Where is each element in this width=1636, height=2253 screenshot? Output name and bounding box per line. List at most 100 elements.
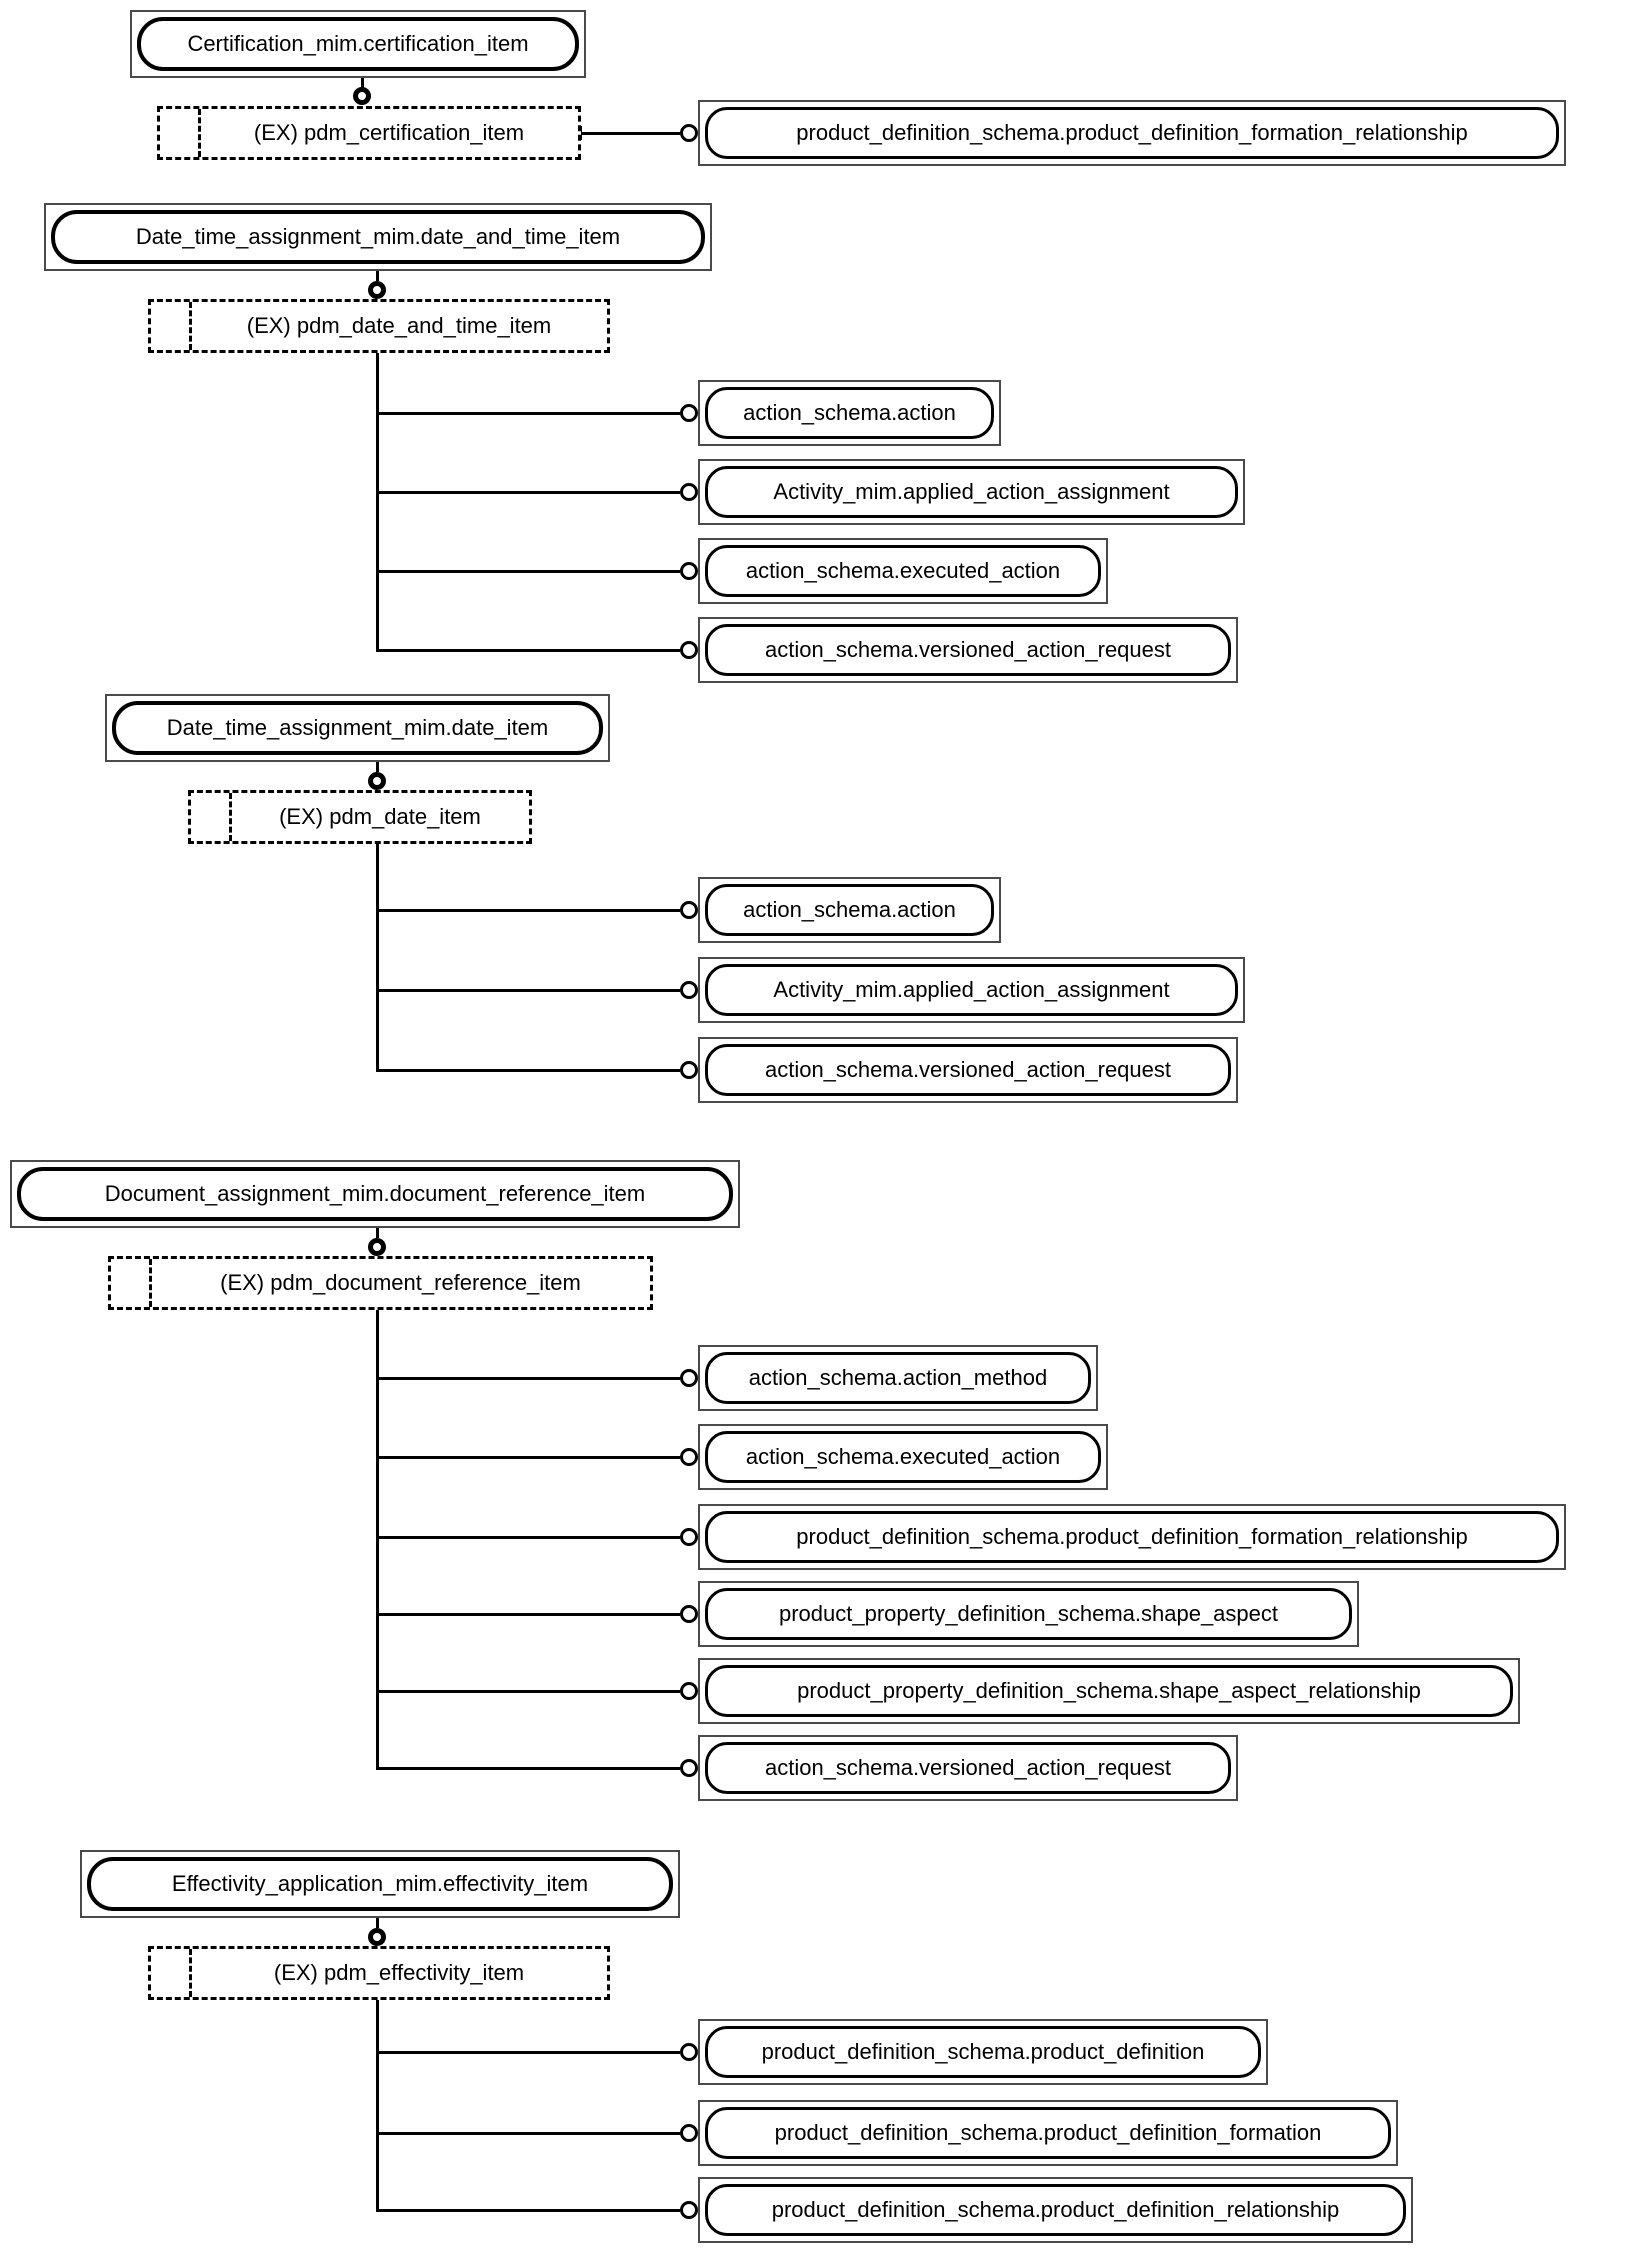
branch-line	[377, 989, 680, 992]
branch-line	[377, 570, 680, 573]
circle-connector-icon	[680, 981, 698, 999]
circle-connector-icon	[680, 562, 698, 580]
supertype-label: Document_assignment_mim.document_referen…	[17, 1167, 733, 1221]
entity-box: action_schema.action_method	[698, 1345, 1098, 1411]
branch-line	[377, 412, 680, 415]
entity-label: product_property_definition_schema.shape…	[705, 1588, 1352, 1640]
entity-box: action_schema.action	[698, 380, 1001, 446]
supertype-label: Effectivity_application_mim.effectivity_…	[87, 1857, 673, 1911]
entity-label: action_schema.versioned_action_request	[705, 1044, 1231, 1096]
circle-connector-icon	[680, 2043, 698, 2061]
circle-connector-icon	[680, 483, 698, 501]
circle-connector-icon	[680, 124, 698, 142]
entity-box: Activity_mim.applied_action_assignment	[698, 459, 1245, 525]
branch-line	[377, 2051, 680, 2054]
entity-box: action_schema.versioned_action_request	[698, 617, 1238, 683]
circle-connector-icon	[680, 1061, 698, 1079]
subtype-label: (EX) pdm_date_and_time_item	[246, 313, 552, 338]
circle-connector-icon	[680, 641, 698, 659]
trunk-line	[376, 844, 379, 1072]
entity-box: action_schema.action	[698, 877, 1001, 943]
subtype-label: (EX) pdm_document_reference_item	[220, 1270, 581, 1295]
subtype-label: (EX) pdm_certification_item	[253, 120, 525, 145]
subtype-box-pdm-effectivity-item: (EX) pdm_effectivity_item	[148, 1946, 610, 2000]
branch-line	[377, 1536, 680, 1539]
entity-box: product_definition_schema.product_defini…	[698, 2100, 1398, 2166]
entity-box: action_schema.executed_action	[698, 1424, 1108, 1490]
circle-connector-icon	[680, 404, 698, 422]
entity-label: Activity_mim.applied_action_assignment	[705, 964, 1238, 1016]
branch-line	[377, 1377, 680, 1380]
circle-connector-icon	[368, 1928, 386, 1946]
branch-line	[377, 1613, 680, 1616]
subtype-box-pdm-date-and-time-item: (EX) pdm_date_and_time_item	[148, 299, 610, 353]
supertype-label: Date_time_assignment_mim.date_and_time_i…	[51, 210, 705, 264]
entity-label: product_definition_schema.product_defini…	[705, 2026, 1261, 2078]
supertype-box-date-and-time-item: Date_time_assignment_mim.date_and_time_i…	[44, 203, 712, 271]
entity-label: product_definition_schema.product_defini…	[705, 1511, 1559, 1563]
supertype-box-effectivity-item: Effectivity_application_mim.effectivity_…	[80, 1850, 680, 1918]
circle-connector-icon	[680, 1448, 698, 1466]
circle-connector-icon	[368, 1238, 386, 1256]
branch-line	[377, 491, 680, 494]
entity-box: product_definition_schema.product_defini…	[698, 1504, 1566, 1570]
circle-connector-icon	[680, 1369, 698, 1387]
circle-connector-icon	[368, 772, 386, 790]
connector-line	[376, 762, 379, 772]
branch-line	[377, 2209, 680, 2212]
entity-label: product_definition_schema.product_defini…	[705, 107, 1559, 159]
entity-box: product_definition_schema.product_defini…	[698, 100, 1566, 166]
circle-connector-icon	[680, 901, 698, 919]
entity-label: action_schema.action	[705, 387, 994, 439]
branch-line	[377, 649, 680, 652]
branch-line	[377, 1767, 680, 1770]
trunk-line	[376, 1310, 379, 1770]
entity-box: action_schema.executed_action	[698, 538, 1108, 604]
branch-line	[377, 1690, 680, 1693]
entity-label: product_definition_schema.product_defini…	[705, 2107, 1391, 2159]
entity-label: product_definition_schema.product_defini…	[705, 2184, 1406, 2236]
subtype-label: (EX) pdm_effectivity_item	[273, 1960, 525, 1985]
circle-connector-icon	[680, 2201, 698, 2219]
subtype-box-pdm-certification-item: (EX) pdm_certification_item	[157, 106, 581, 160]
entity-label: action_schema.action	[705, 884, 994, 936]
branch-line	[377, 909, 680, 912]
circle-connector-icon	[680, 2124, 698, 2142]
entity-box: product_definition_schema.product_defini…	[698, 2019, 1268, 2085]
connector-line	[376, 1918, 379, 1928]
entity-label: product_property_definition_schema.shape…	[705, 1665, 1513, 1717]
entity-label: Activity_mim.applied_action_assignment	[705, 466, 1238, 518]
branch-line	[377, 2132, 680, 2135]
entity-box: action_schema.versioned_action_request	[698, 1037, 1238, 1103]
trunk-line	[376, 2000, 379, 2212]
circle-connector-icon	[680, 1528, 698, 1546]
entity-box: product_property_definition_schema.shape…	[698, 1581, 1359, 1647]
circle-connector-icon	[680, 1682, 698, 1700]
branch-line	[377, 1456, 680, 1459]
entity-box: product_property_definition_schema.shape…	[698, 1658, 1520, 1724]
supertype-label: Certification_mim.certification_item	[137, 17, 579, 71]
circle-connector-icon	[680, 1605, 698, 1623]
entity-label: action_schema.action_method	[705, 1352, 1091, 1404]
entity-label: action_schema.versioned_action_request	[705, 1742, 1231, 1794]
supertype-label: Date_time_assignment_mim.date_item	[112, 701, 603, 755]
connector-line	[376, 1228, 379, 1238]
circle-connector-icon	[353, 87, 371, 105]
subtype-label: (EX) pdm_date_item	[279, 804, 481, 829]
subtype-box-pdm-date-item: (EX) pdm_date_item	[188, 790, 532, 844]
connector-line	[376, 271, 379, 281]
branch-line	[581, 132, 680, 135]
supertype-box-certification-item: Certification_mim.certification_item	[130, 10, 586, 78]
entity-label: action_schema.executed_action	[705, 1431, 1101, 1483]
connector-line	[361, 78, 364, 88]
circle-connector-icon	[368, 281, 386, 299]
branch-line	[377, 1069, 680, 1072]
supertype-box-document-reference-item: Document_assignment_mim.document_referen…	[10, 1160, 740, 1228]
supertype-box-date-item: Date_time_assignment_mim.date_item	[105, 694, 610, 762]
entity-box: product_definition_schema.product_defini…	[698, 2177, 1413, 2243]
entity-label: action_schema.versioned_action_request	[705, 624, 1231, 676]
entity-label: action_schema.executed_action	[705, 545, 1101, 597]
entity-box: Activity_mim.applied_action_assignment	[698, 957, 1245, 1023]
entity-box: action_schema.versioned_action_request	[698, 1735, 1238, 1801]
